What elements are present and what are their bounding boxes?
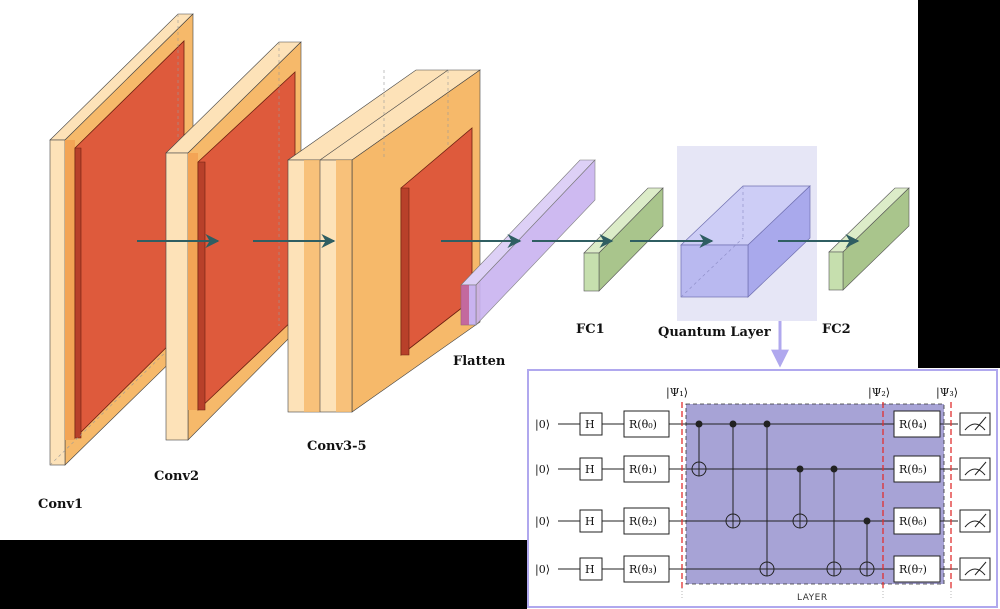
hadamard-gate-2: H xyxy=(585,515,595,528)
measure-icon-1 xyxy=(959,457,991,481)
quantum-layer-block xyxy=(677,146,817,321)
rotation-gate-4: R(θ₄) xyxy=(899,418,927,431)
label-fc1: FC1 xyxy=(576,322,605,337)
rotation-gate-0: R(θ₀) xyxy=(629,418,657,431)
input-ket-0: |0⟩ xyxy=(535,418,550,432)
label-quantum-layer: Quantum Layer xyxy=(658,325,771,340)
input-ket-3: |0⟩ xyxy=(535,563,550,577)
measure-icon-0 xyxy=(959,412,991,436)
rotation-gate-1: R(θ₁) xyxy=(629,463,657,476)
conv2-block xyxy=(165,41,302,441)
label-conv3-5: Conv3-5 xyxy=(307,439,367,454)
label-conv2: Conv2 xyxy=(154,469,199,484)
input-ket-1: |0⟩ xyxy=(535,463,550,477)
rotation-gate-3: R(θ₃) xyxy=(629,563,657,576)
measure-icon-2 xyxy=(959,509,991,533)
hadamard-gate-0: H xyxy=(585,418,595,431)
layer-label: LAYER xyxy=(797,593,828,603)
hadamard-gate-3: H xyxy=(585,563,595,576)
label-flatten: Flatten xyxy=(453,354,506,369)
quantum-circuit-panel: LAYER |0⟩ |0⟩ |0⟩ |0⟩ H H H H xyxy=(527,369,998,608)
label-fc2: FC2 xyxy=(822,322,851,337)
conv3-5-block xyxy=(287,69,481,413)
measure-icon-3 xyxy=(959,557,991,581)
rotation-gate-6: R(θ₆) xyxy=(899,515,927,528)
rotation-gate-5: R(θ₅) xyxy=(899,463,927,476)
measurement-icons xyxy=(959,412,991,581)
hadamard-gate-1: H xyxy=(585,463,595,476)
flatten-block xyxy=(460,159,596,326)
state-psi2: |Ψ₂⟩ xyxy=(868,386,890,400)
label-conv1: Conv1 xyxy=(38,497,83,512)
cnot-gates xyxy=(691,420,875,577)
input-ket-2: |0⟩ xyxy=(535,515,550,529)
rotation-gate-7: R(θ₇) xyxy=(899,563,927,576)
conv1-block xyxy=(49,13,194,466)
rotation-gate-2: R(θ₂) xyxy=(629,515,657,528)
state-psi1: |Ψ₁⟩ xyxy=(666,386,688,400)
state-psi3: |Ψ₃⟩ xyxy=(936,386,958,400)
